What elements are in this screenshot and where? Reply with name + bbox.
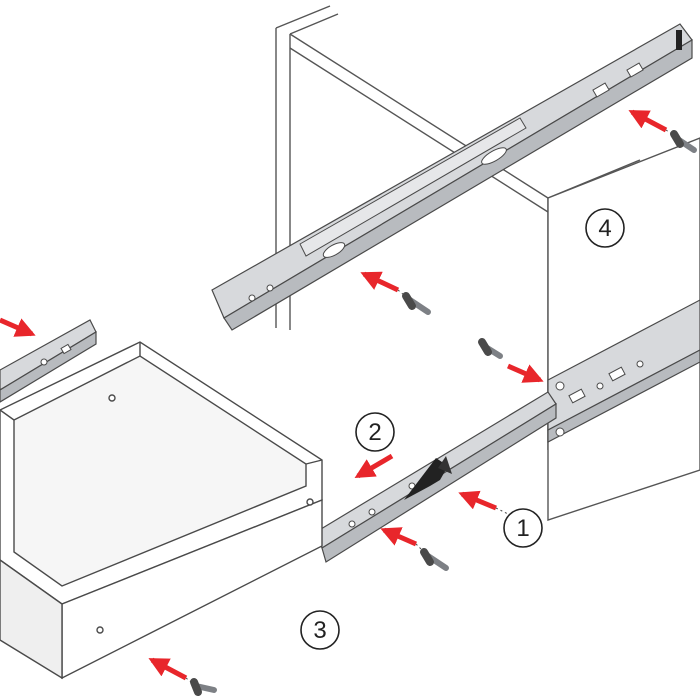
step-4: 4 [585, 208, 625, 248]
step-2-label: 2 [368, 419, 381, 446]
insert-arrow-icon [148, 657, 188, 681]
mounting-screw-3 [478, 338, 503, 359]
step-3-label: 3 [313, 617, 326, 644]
step-circle-icon [585, 208, 625, 248]
step-1-label: 1 [516, 515, 529, 542]
step-circle-icon [355, 412, 395, 452]
insert-arrow-icon [458, 490, 497, 511]
step-2: 2 [355, 412, 395, 452]
insert-arrow-icon [506, 363, 544, 383]
mounting-screw-2 [402, 292, 431, 315]
insert-arrows [0, 109, 668, 681]
drawer-box [0, 341, 323, 680]
step-4-label: 4 [598, 215, 611, 242]
step-1: 1 [503, 508, 543, 548]
step-circle-icon [300, 610, 340, 650]
insert-arrow-icon [354, 453, 394, 479]
insert-arrow-icon [0, 317, 36, 337]
step-3: 3 [300, 610, 340, 650]
insert-arrow-dashes [185, 129, 679, 687]
drawer-member-rail [315, 391, 557, 563]
release-lever-icon [404, 458, 448, 500]
mounting-screw-5 [190, 678, 217, 696]
mounting-screw-4 [420, 548, 449, 571]
step-circle-icon [503, 508, 543, 548]
drawer-rail-left [0, 319, 97, 403]
cabinet-rail-front [547, 299, 700, 443]
cabinet-rail-back [211, 23, 693, 331]
insert-arrow-icon [628, 109, 668, 133]
insert-arrow-icon [360, 271, 400, 293]
insert-arrow-icon [380, 527, 418, 547]
